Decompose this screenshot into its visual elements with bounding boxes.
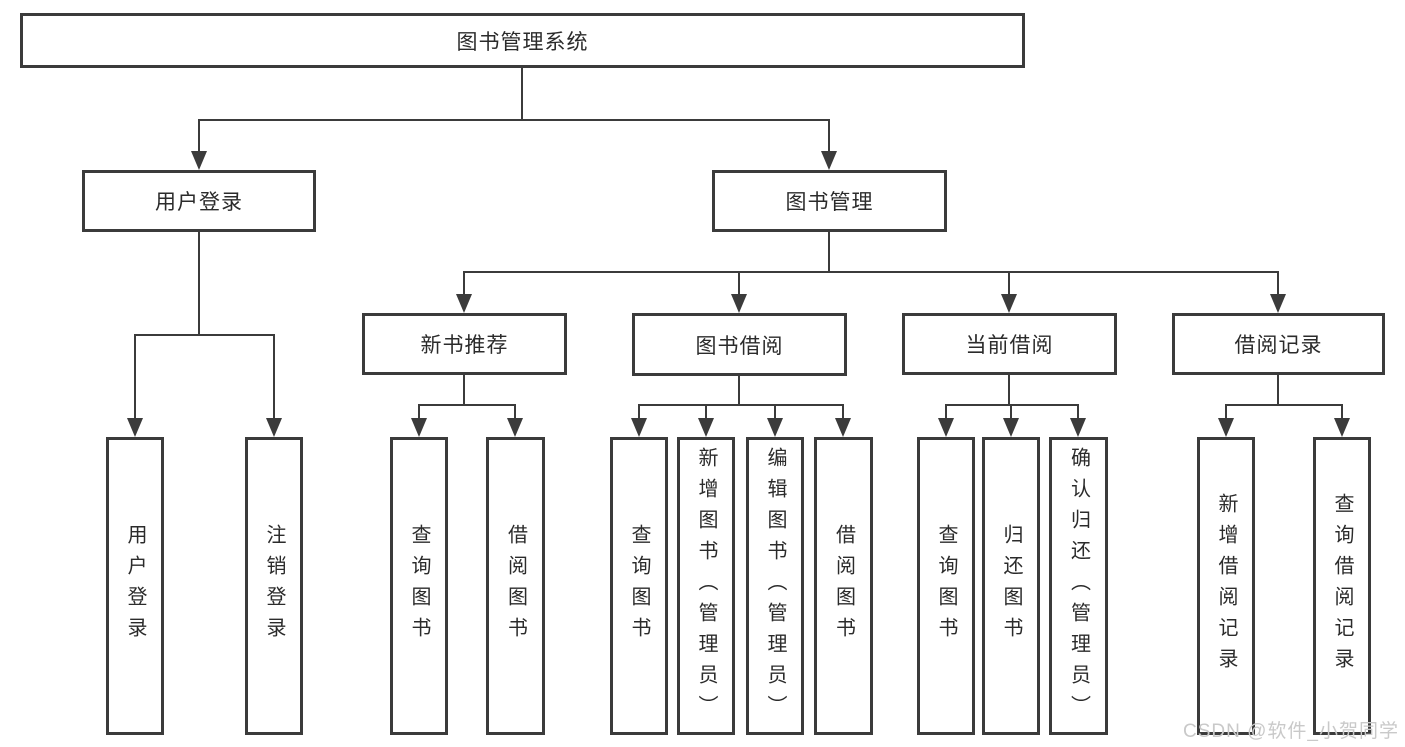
connector-level3-bus [463, 271, 1279, 273]
connector-drop-leaf [418, 404, 420, 422]
connector-drop-book-mgmt [828, 119, 830, 155]
connector-drop-leaf [1225, 404, 1227, 422]
leaf-edit-books-admin: 编辑图书（管理员） [746, 437, 804, 735]
arrowhead-current [1001, 294, 1017, 313]
leaf-label: 新增借阅记录 [1215, 493, 1237, 679]
leaf-label: 新增图书（管理员） [695, 446, 717, 726]
leaf-query-borrow-record: 查询借阅记录 [1313, 437, 1371, 735]
node-label: 借阅记录 [1234, 334, 1323, 357]
connector-drop-recommend [463, 271, 465, 298]
csdn-watermark: CSDN @软件_小贺同学 [1183, 721, 1399, 742]
connector-user-login-bus [134, 334, 274, 336]
node-root-library-system: 图书管理系统 [20, 13, 1025, 68]
leaf-borrow-books-recommend: 借阅图书 [486, 437, 545, 735]
leaf-confirm-return-admin: 确认归还（管理员） [1049, 437, 1108, 735]
leaf-query-books-recommend: 查询图书 [390, 437, 448, 735]
connector-drop-leaf [705, 404, 707, 422]
leaf-query-books-current: 查询图书 [917, 437, 975, 735]
connector-drop-leaf [842, 404, 844, 422]
connector-drop-leaf [1341, 404, 1343, 422]
connector-records-bus [1225, 404, 1343, 406]
leaf-label: 查询借阅记录 [1331, 493, 1353, 679]
arrowhead-records [1270, 294, 1286, 313]
arrowhead-leaf [1334, 418, 1350, 437]
node-book-borrowing: 图书借阅 [632, 313, 847, 376]
leaf-add-borrow-record: 新增借阅记录 [1197, 437, 1255, 735]
connector-current-stem [1008, 375, 1010, 406]
leaf-logout: 注销登录 [245, 437, 303, 735]
connector-drop-leaf [638, 404, 640, 422]
arrowhead-leaf-login [127, 418, 143, 437]
connector-drop-records [1277, 271, 1279, 298]
node-label: 图书管理 [785, 191, 874, 214]
arrowhead-book-mgmt [821, 151, 837, 170]
connector-drop-leaf [1010, 404, 1012, 422]
arrowhead-leaf [835, 418, 851, 437]
node-label: 图书管理系统 [456, 30, 589, 54]
connector-user-login-stem [198, 232, 200, 336]
node-book-management-module: 图书管理 [712, 170, 947, 232]
connector-recommend-bus [418, 404, 516, 406]
connector-level2-bus [198, 119, 830, 121]
node-label: 用户登录 [155, 191, 243, 214]
leaf-return-books: 归还图书 [982, 437, 1040, 735]
arrowhead-recommend [456, 294, 472, 313]
connector-borrowing-stem [738, 376, 740, 406]
node-new-book-recommendation: 新书推荐 [362, 313, 567, 375]
connector-drop-user-login [198, 119, 200, 155]
leaf-add-books-admin: 新增图书（管理员） [677, 437, 735, 735]
leaf-label: 编辑图书（管理员） [764, 446, 786, 726]
node-current-borrowing: 当前借阅 [902, 313, 1117, 375]
leaf-borrow-books-borrowing: 借阅图书 [814, 437, 873, 735]
node-borrowing-records: 借阅记录 [1172, 313, 1385, 375]
leaf-label: 确认归还（管理员） [1067, 446, 1090, 726]
connector-drop-leaf [774, 404, 776, 422]
node-user-login-module: 用户登录 [82, 170, 316, 232]
connector-records-stem [1277, 375, 1279, 406]
leaf-label: 用户登录 [124, 524, 146, 648]
leaf-label: 借阅图书 [832, 524, 855, 648]
connector-drop-current [1008, 271, 1010, 298]
leaf-label: 查询图书 [408, 524, 430, 648]
arrowhead-user-login [191, 151, 207, 170]
connector-recommend-stem [463, 375, 465, 406]
arrowhead-leaf [631, 418, 647, 437]
arrowhead-leaf [411, 418, 427, 437]
leaf-label: 注销登录 [263, 524, 285, 648]
connector-drop-leaf [945, 404, 947, 422]
connector-current-bus [945, 404, 1079, 406]
arrowhead-leaf [767, 418, 783, 437]
arrowhead-leaf-logout [266, 418, 282, 437]
leaf-user-login: 用户登录 [106, 437, 164, 735]
connector-drop-leaf-login [134, 334, 136, 422]
connector-drop-leaf [514, 404, 516, 422]
leaf-label: 查询图书 [935, 524, 957, 648]
arrowhead-leaf [507, 418, 523, 437]
arrowhead-leaf [938, 418, 954, 437]
leaf-label: 借阅图书 [504, 524, 527, 648]
connector-drop-leaf-logout [273, 334, 275, 422]
node-label: 新书推荐 [420, 334, 509, 357]
leaf-query-books-borrowing: 查询图书 [610, 437, 668, 735]
leaf-label: 查询图书 [628, 524, 650, 648]
connector-root-stem [521, 68, 523, 121]
connector-book-mgmt-stem [828, 232, 830, 273]
connector-drop-leaf [1077, 404, 1079, 422]
connector-drop-borrowing [738, 271, 740, 298]
node-label: 当前借阅 [965, 334, 1054, 357]
leaf-label: 归还图书 [1000, 524, 1022, 648]
arrowhead-leaf [1218, 418, 1234, 437]
arrowhead-leaf [698, 418, 714, 437]
arrowhead-borrowing [731, 294, 747, 313]
node-label: 图书借阅 [695, 334, 784, 358]
connector-borrowing-bus [638, 404, 844, 406]
arrowhead-leaf [1003, 418, 1019, 437]
arrowhead-leaf [1070, 418, 1086, 437]
